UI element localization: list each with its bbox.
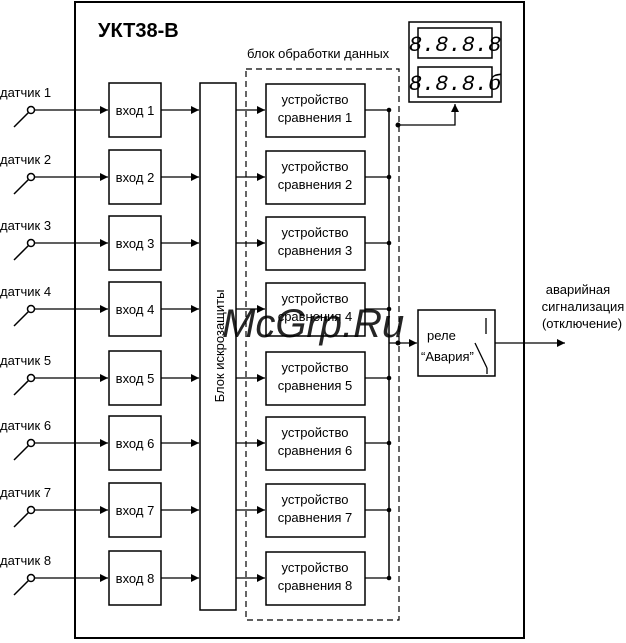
comparator-label-top-8: устройство xyxy=(282,560,349,575)
sensor-label-1: датчик 1 xyxy=(0,85,51,100)
relay-block xyxy=(417,309,496,377)
spark-protection-label: Блок искрозащиты xyxy=(212,290,227,403)
device-frame xyxy=(74,1,525,639)
watermark: McGrp.Ru xyxy=(222,302,404,346)
sensor-label-2: датчик 2 xyxy=(0,152,51,167)
sensor-label-7: датчик 7 xyxy=(0,485,51,500)
sensor-symbol-3 xyxy=(26,238,36,248)
sensor-symbol-5 xyxy=(26,373,36,383)
sensor-symbol-6 xyxy=(26,438,36,448)
input-label-6: вход 6 xyxy=(116,436,155,451)
sensor-label-6: датчик 6 xyxy=(0,418,51,433)
sensor-symbol-2 xyxy=(26,172,36,182)
input-label-3: вход 3 xyxy=(116,236,155,251)
sensor-symbol-4 xyxy=(26,304,36,314)
sensor-symbol-line-7 xyxy=(13,511,30,528)
input-label-8: вход 8 xyxy=(116,571,155,586)
spark-protection-block xyxy=(199,82,237,611)
sensor-symbol-line-1 xyxy=(13,111,30,128)
sensor-label-5: датчик 5 xyxy=(0,353,51,368)
display-top xyxy=(417,27,493,59)
display-bottom-value: 8.8.8.б xyxy=(409,72,502,97)
comparator-label-bottom-7: сравнения 7 xyxy=(278,510,353,525)
sensor-symbol-7 xyxy=(26,505,36,515)
comparator-label-bottom-2: сравнения 2 xyxy=(278,177,353,192)
sensor-symbol-line-8 xyxy=(13,579,30,596)
comparator-label-top-4: устройство xyxy=(282,291,349,306)
sensor-symbol-line-4 xyxy=(13,310,30,327)
sensor-symbol-line-6 xyxy=(13,444,30,461)
input-label-7: вход 7 xyxy=(116,503,155,518)
input-label-4: вход 4 xyxy=(116,302,155,317)
display-bottom xyxy=(417,66,493,98)
comparator-label-top-5: устройство xyxy=(282,360,349,375)
output-label-1: аварийная xyxy=(546,282,610,297)
display-link xyxy=(398,104,459,126)
processing-block-label: блок обработки данных xyxy=(247,46,390,61)
display-top-value: 8.8.8.8 xyxy=(409,33,501,58)
comparator-label-top-3: устройство xyxy=(282,225,349,240)
comparator-label-bottom-8: сравнения 8 xyxy=(278,578,353,593)
sensor-label-8: датчик 8 xyxy=(0,553,51,568)
input-label-2: вход 2 xyxy=(116,170,155,185)
processing-block xyxy=(245,68,400,621)
sensor-label-3: датчик 3 xyxy=(0,218,51,233)
sensor-label-4: датчик 4 xyxy=(0,284,51,299)
sensor-symbol-8 xyxy=(26,573,36,583)
display-panel xyxy=(408,21,502,103)
sensor-symbol-1 xyxy=(26,105,36,115)
comparator-label-top-7: устройство xyxy=(282,492,349,507)
comparator-label-bottom-3: сравнения 3 xyxy=(278,243,353,258)
sensor-rows: датчик 1 вход 1 устройство сравнения 1 датчи… xyxy=(0,82,392,606)
relay-contact-blade xyxy=(474,342,488,369)
relay-line1: реле xyxy=(427,328,456,343)
relay-line2: “Авария” xyxy=(421,349,474,364)
output-label-3: (отключение) xyxy=(542,316,622,331)
sensor-symbol-line-2 xyxy=(13,178,30,195)
sensor-symbol-line-3 xyxy=(13,244,30,261)
comparator-label-top-6: устройство xyxy=(282,425,349,440)
comparator-label-bottom-5: сравнения 5 xyxy=(278,378,353,393)
output-label-2: сигнализация xyxy=(542,299,625,314)
input-label-5: вход 5 xyxy=(116,371,155,386)
device-title: УКТ38-В xyxy=(98,20,179,42)
comparator-label-top-1: устройство xyxy=(282,92,349,107)
comparator-label-bottom-1: сравнения 1 xyxy=(278,110,353,125)
comparator-label-top-2: устройство xyxy=(282,159,349,174)
comparator-label-bottom-6: сравнения 6 xyxy=(278,443,353,458)
input-label-1: вход 1 xyxy=(116,103,155,118)
comparator-label-bottom-4: сравнения 4 xyxy=(278,309,353,324)
sensor-symbol-line-5 xyxy=(13,379,30,396)
